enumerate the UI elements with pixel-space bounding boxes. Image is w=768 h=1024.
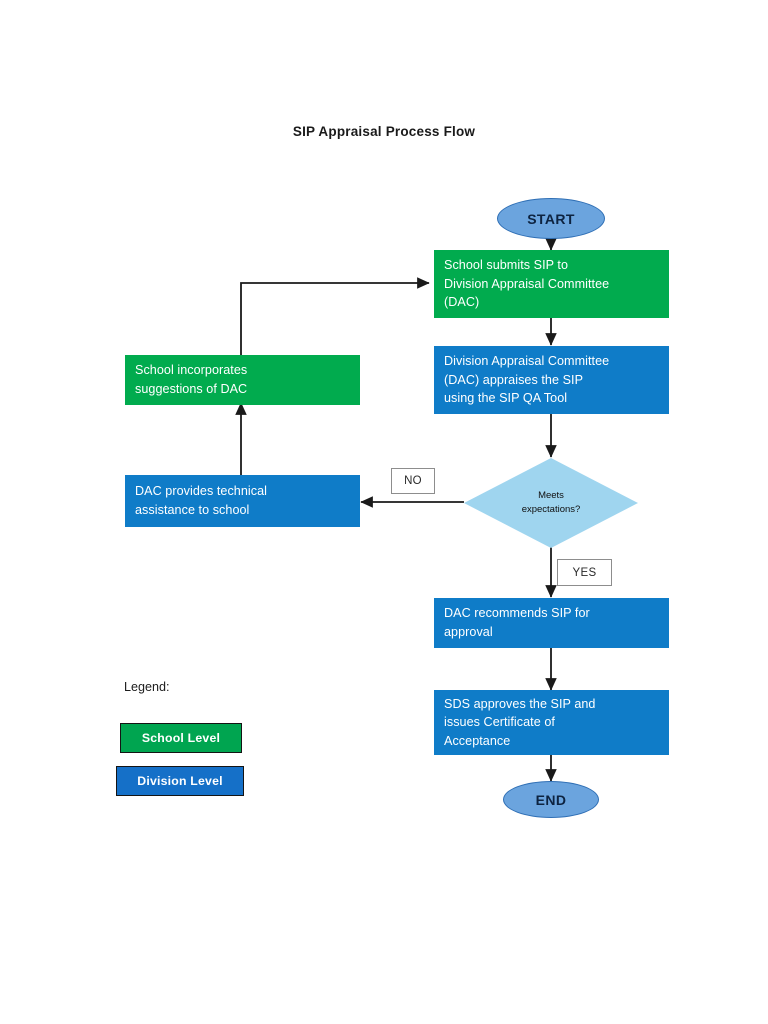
node-line: using the SIP QA Tool xyxy=(444,391,568,406)
page-title: SIP Appraisal Process Flow xyxy=(292,124,476,139)
node-dac-recommends-sip[interactable]: DAC recommends SIP for approval xyxy=(434,598,669,648)
node-line: School submits SIP to xyxy=(444,258,569,273)
node-sds-approves-sip[interactable]: SDS approves the SIP and issues Certific… xyxy=(434,690,669,755)
node-line: Division Appraisal Committee xyxy=(444,354,610,369)
branch-label-no[interactable]: NO xyxy=(391,468,435,494)
node-line: DAC provides technical xyxy=(135,484,267,499)
legend-item-school-level[interactable]: School Level xyxy=(120,723,242,753)
node-line: issues Certificate of xyxy=(444,715,555,730)
start-terminator[interactable]: START xyxy=(497,198,605,239)
node-dac-appraises-sip[interactable]: Division Appraisal Committee (DAC) appra… xyxy=(434,346,669,414)
legend-item-label: School Level xyxy=(141,731,221,745)
node-line: (DAC) xyxy=(444,295,480,310)
branch-yes-text: YES xyxy=(572,566,597,579)
node-meets-expectations[interactable]: Meets expectations? xyxy=(463,457,639,549)
node-school-submits-sip[interactable]: School submits SIP to Division Appraisal… xyxy=(434,250,669,318)
node-line: School incorporates xyxy=(135,363,248,378)
legend-item-label: Division Level xyxy=(137,774,223,788)
node-dac-technical-assistance[interactable]: DAC provides technical assistance to sch… xyxy=(125,475,360,527)
node-school-incorporates-suggestions[interactable]: School incorporates suggestions of DAC xyxy=(125,355,360,405)
end-terminator[interactable]: END xyxy=(503,781,599,818)
decision-diamond-shape xyxy=(464,458,638,548)
legend-title: Legend: xyxy=(124,680,170,694)
connector-incorporates-to-submit xyxy=(240,277,430,355)
node-line: DAC recommends SIP for xyxy=(444,606,590,621)
node-line: Division Appraisal Committee xyxy=(444,276,610,291)
legend-item-division-level[interactable]: Division Level xyxy=(116,766,244,796)
start-label: START xyxy=(527,210,575,227)
node-line: (DAC) appraises the SIP xyxy=(444,372,584,387)
node-line: approval xyxy=(444,625,493,639)
node-line: Acceptance xyxy=(444,733,511,748)
branch-label-yes[interactable]: YES xyxy=(557,559,612,586)
node-line: SDS approves the SIP and xyxy=(444,696,596,711)
node-line: assistance to school xyxy=(135,503,250,517)
branch-no-text: NO xyxy=(404,475,422,487)
node-line: suggestions of DAC xyxy=(135,382,248,396)
end-label: END xyxy=(535,791,567,808)
